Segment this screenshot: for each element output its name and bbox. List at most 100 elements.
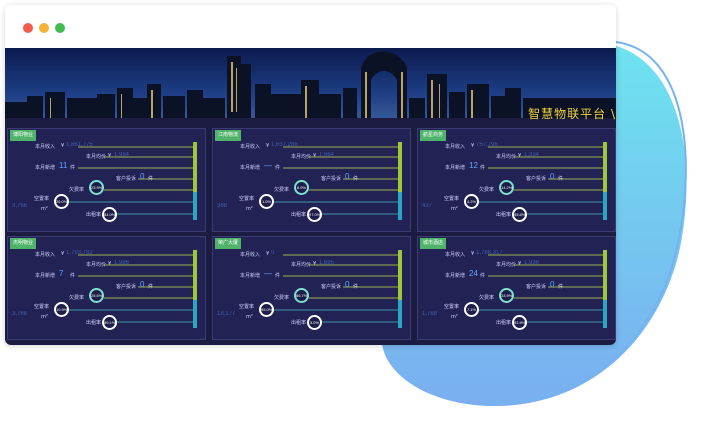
vacancy-rate-gauge: 10.9% [54,302,69,317]
card-title: 荣广大厦 [215,238,242,249]
avg-value: 1,695 [319,260,335,266]
owe-rate-label: 欠费率 [479,295,495,301]
vacancy-rate-gauge: 7.1% [464,302,479,317]
vacancy-rate-gauge: 95.0% [259,302,274,317]
rent-rate-label: 出租率 [86,212,102,218]
complaints-count: 0 [345,172,350,181]
unit-label: 件 [70,273,76,279]
new-label: 本月新增 [35,165,56,171]
connector-lines [478,142,607,220]
new-label: 本月新增 [445,273,466,279]
unit-label: 件 [353,284,359,290]
owe-rate-gauge: 33.9% [499,288,514,303]
currency-symbol: ¥ [471,251,475,257]
unit-label: 件 [148,176,154,182]
income-label: 本月收入 [240,144,261,150]
owe-rate-gauge: 14.2% [499,180,514,195]
avg-label: 本月均价 [291,154,312,160]
owe-rate-label: 欠费率 [274,187,290,193]
unit-label: 件 [70,165,76,171]
platform-title: 智慧物联平台 \ [528,107,616,121]
owe-rate-label: 欠费率 [274,295,290,301]
currency-symbol: ¥ [518,153,522,159]
currency-symbol: ¥ [518,261,522,267]
vacancy-rate-label: 空置率 [34,304,50,310]
area-unit: m² [451,206,458,212]
complaints-count: 0 [140,280,145,289]
complaints-count: 0 [345,280,350,289]
property-cards-grid: 博阳物业 本月收入 ¥ 1,861,775 本月均价 ¥ 1,984 本月新增 … [7,128,616,343]
currency-symbol: ¥ [61,143,65,149]
avg-value: 1,936 [524,260,540,266]
complaints-label: 客户投诉 [321,176,342,182]
new-label: 本月新增 [35,273,56,279]
property-card[interactable]: 城市酒店 本月收入 ¥ 1,788,317 本月均价 ¥ 1,936 本月新增 … [417,236,616,340]
rent-rate-label: 出租率 [496,320,512,326]
app-window: 智慧物联平台 \ 博阳物业 本月收入 ¥ 1,86 [5,5,616,345]
card-title: 杰明物业 [10,238,37,249]
avg-label: 本月均价 [86,154,107,160]
new-count: 7 [59,269,64,278]
connector-lines [478,250,607,328]
vacancy-rate-label: 空置率 [444,196,460,202]
income-label: 本月收入 [445,252,466,258]
dashboard: 智慧物联平台 \ 博阳物业 本月收入 ¥ 1,86 [5,48,616,345]
property-card[interactable]: 航星商务 本月收入 ¥ 757,796 本月均价 ¥ 1,334 本月新增 12… [417,128,616,232]
new-count: — [264,161,272,170]
unit-label: 件 [353,176,359,182]
complaints-label: 客户投诉 [116,176,137,182]
vacancy-area-value: 3,766 [12,203,28,209]
complaints-count: 0 [550,280,555,289]
property-card[interactable]: 荣广大厦 本月收入 ¥ 0 本月均价 ¥ 1,695 本月新增 — 件 客户投诉… [212,236,411,340]
unit-label: 件 [558,176,564,182]
new-label: 本月新增 [445,165,466,171]
currency-symbol: ¥ [61,251,65,257]
connector-lines [273,250,402,328]
currency-symbol: ¥ [266,251,270,257]
rent-rate-gauge: 5.0% [307,315,322,330]
connector-lines [68,142,197,220]
connector-lines [273,142,402,220]
property-card[interactable]: 江南物流 本月收入 ¥ 1,637,286 本月均价 ¥ 1,664 本月新增 … [212,128,411,232]
vacancy-area-value: 18,177 [217,311,236,317]
avg-label: 本月均价 [496,154,517,160]
rent-rate-label: 出租率 [291,212,307,218]
vacancy-rate-label: 空置率 [34,196,50,202]
property-card[interactable]: 杰明物业 本月收入 ¥ 1,793,782 本月均价 ¥ 1,986 本月新增 … [7,236,206,340]
vacancy-area-value: 388 [217,203,228,209]
rent-rate-label: 出租率 [496,212,512,218]
unit-label: 件 [148,284,154,290]
vacancy-rate-gauge: 4.2% [464,194,479,209]
complaints-label: 客户投诉 [526,284,547,290]
unit-label: 件 [275,165,281,171]
rent-rate-label: 出租率 [291,320,307,326]
property-card[interactable]: 博阳物业 本月收入 ¥ 1,861,775 本月均价 ¥ 1,984 本月新增 … [7,128,206,232]
income-label: 本月收入 [35,144,56,150]
currency-symbol: ¥ [266,143,270,149]
area-unit: m² [246,314,253,320]
avg-value: 1,986 [114,260,130,266]
income-value: 0 [271,250,275,256]
income-value: 757,796 [476,142,498,148]
vacancy-area-value: 3,788 [12,311,28,317]
rent-rate-gauge: 92.9% [512,315,527,330]
currency-symbol: ¥ [108,261,112,267]
avg-label: 本月均价 [496,262,517,268]
currency-symbol: ¥ [313,153,317,159]
connector-lines [68,250,197,328]
new-count: 12 [469,161,478,170]
card-title: 城市酒店 [420,238,447,249]
close-window-button[interactable] [23,23,33,33]
maximize-window-button[interactable] [55,23,65,33]
owe-rate-label: 欠费率 [479,187,495,193]
income-value: 1,788,317 [476,250,503,256]
new-count: — [264,269,272,278]
card-title: 航星商务 [420,130,447,141]
income-label: 本月收入 [240,252,261,258]
complaints-label: 客户投诉 [526,176,547,182]
minimize-window-button[interactable] [39,23,49,33]
income-value: 1,637,286 [271,142,298,148]
currency-symbol: ¥ [313,261,317,267]
rent-rate-gauge: 84.0% [102,207,117,222]
owe-rate-label: 欠费率 [69,295,85,301]
